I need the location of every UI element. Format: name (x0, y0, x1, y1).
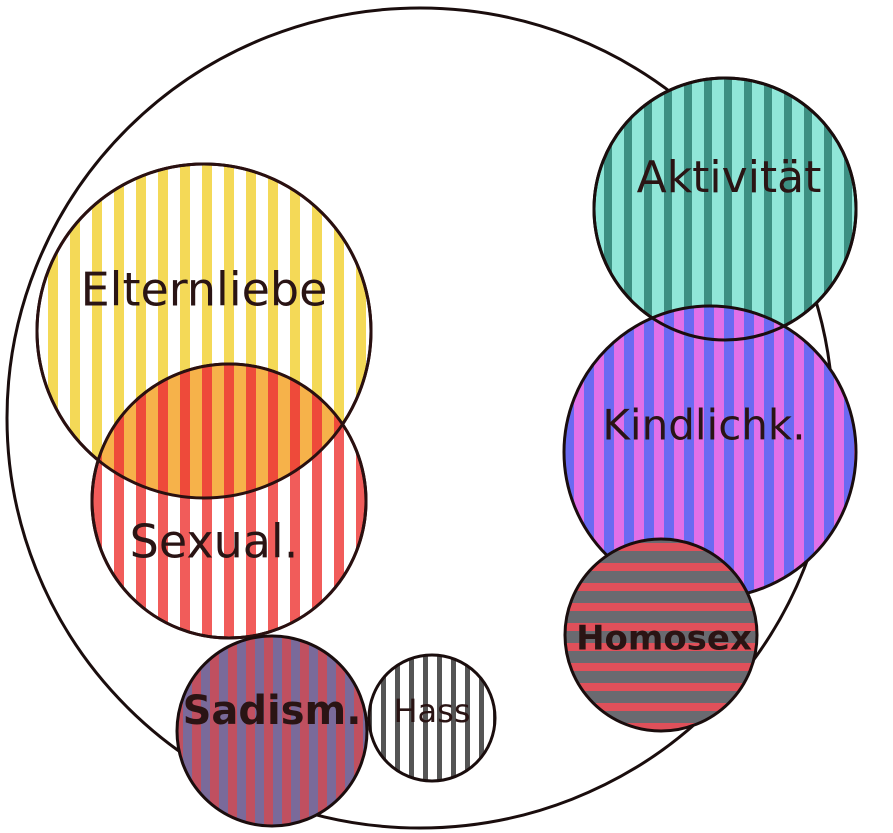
label-aktivitaet: Aktivität (637, 152, 822, 203)
label-kindlichk: Kindlichk. (602, 401, 805, 450)
circle-homosex (563, 537, 759, 733)
circle-sexual (35, 162, 373, 640)
label-hass: Hass (393, 692, 470, 730)
overlap-elternliebe-sexual (92, 364, 366, 498)
circle-hass (367, 653, 497, 783)
label-elternliebe: Elternliebe (81, 263, 328, 317)
label-homosex: Homosex (576, 619, 752, 659)
circle-sadism (175, 634, 369, 828)
label-sadism: Sadism. (183, 688, 362, 734)
label-sexual: Sexual. (130, 515, 299, 569)
